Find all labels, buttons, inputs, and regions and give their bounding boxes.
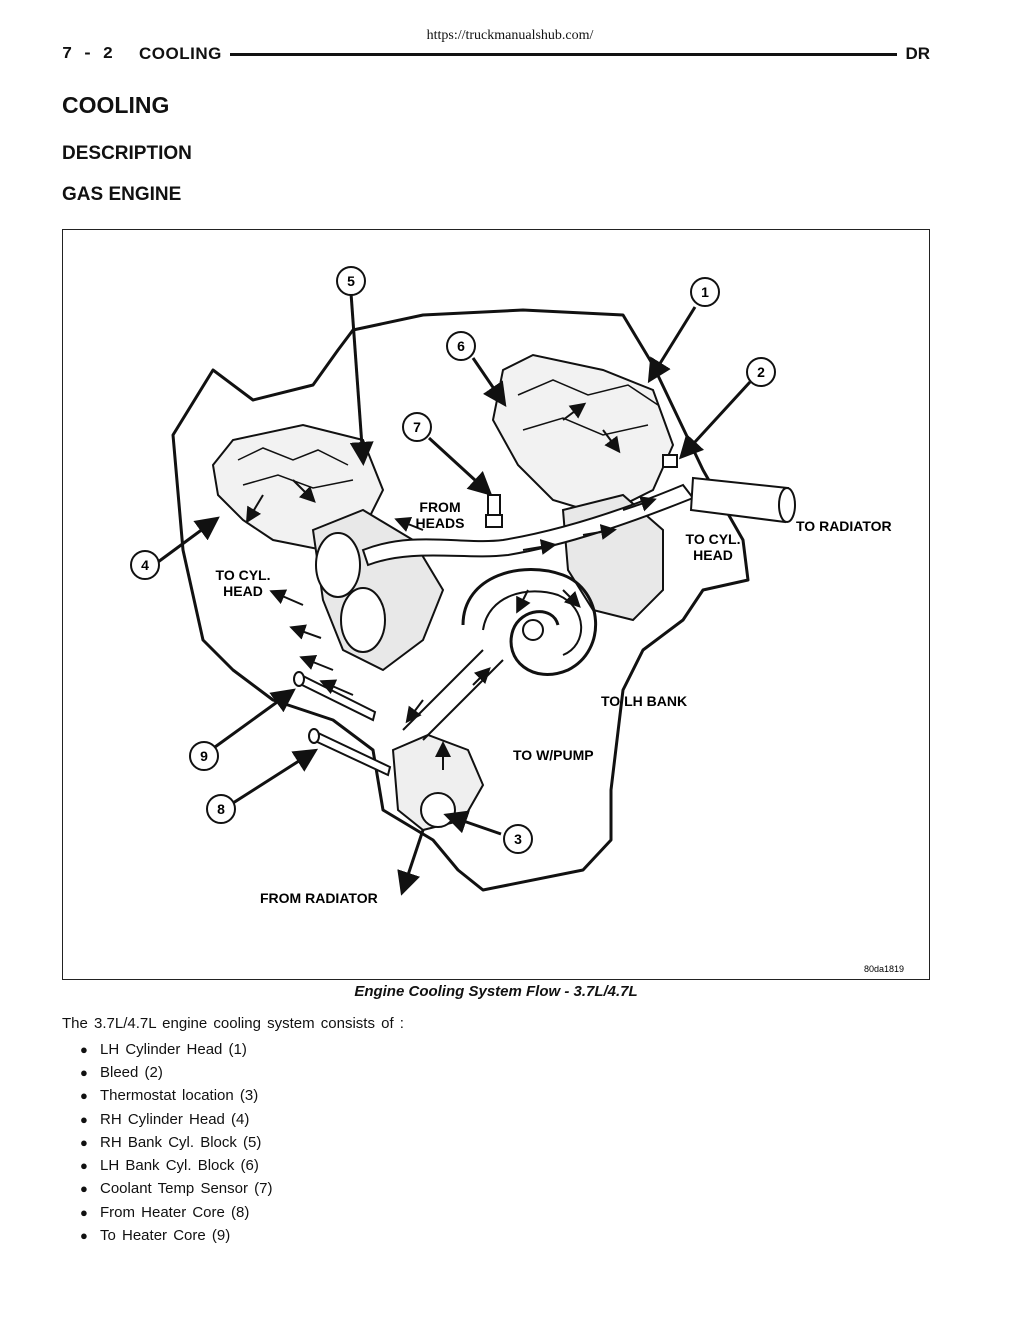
callout-6: 6 [446, 331, 476, 361]
flow-arrows [245, 402, 657, 770]
callout-7: 7 [402, 412, 432, 442]
section-name: COOLING [139, 44, 222, 63]
list-item: ●Thermostat location (3) [80, 1087, 259, 1105]
diagram-svg: 1 2 3 4 5 6 7 8 [130, 266, 904, 974]
description-heading: DESCRIPTION [62, 143, 192, 164]
svg-text:7: 7 [413, 419, 421, 435]
label-to-cyl-head-left-1: TO CYL. [216, 567, 271, 583]
label-to-wpump: TO W/PUMP [513, 747, 594, 763]
svg-text:1: 1 [701, 284, 709, 300]
svg-text:4: 4 [141, 557, 149, 573]
label-to-radiator: TO RADIATOR [796, 518, 892, 534]
lh-cylinder-head-shape [491, 353, 675, 517]
svg-text:2: 2 [757, 364, 765, 380]
list-item: ●From Heater Core (8) [80, 1203, 250, 1221]
list-item: ●RH Bank Cyl. Block (5) [80, 1133, 262, 1151]
list-item: ●Coolant Temp Sensor (7) [80, 1180, 273, 1198]
svg-text:9: 9 [200, 748, 208, 764]
label-to-cyl-head-right-2: HEAD [693, 547, 733, 563]
engine-cooling-diagram: 1 2 3 4 5 6 7 8 [62, 229, 930, 980]
callout-4: 4 [130, 550, 160, 580]
thermostat-housing-shape [391, 733, 485, 832]
label-to-cyl-head-left-2: HEAD [223, 583, 263, 599]
page-number: 7 - 2 [62, 44, 114, 64]
coolant-temp-sensor-shape [485, 494, 503, 528]
water-pump-shape [461, 567, 598, 676]
list-item: ●LH Bank Cyl. Block (6) [80, 1157, 259, 1175]
list-item: ●To Heater Core (9) [80, 1227, 231, 1245]
source-url: https://truckmanualshub.com/ [426, 28, 594, 43]
page-header: 7 - 2 COOLING DR [62, 43, 930, 65]
header-rule [229, 52, 898, 56]
list-item: ●LH Cylinder Head (1) [80, 1040, 247, 1058]
page-title: COOLING [62, 92, 170, 118]
list-item: ●RH Cylinder Head (4) [80, 1110, 250, 1128]
label-to-lh-bank: TO LH BANK [601, 693, 687, 709]
svg-text:6: 6 [457, 338, 465, 354]
intro-text: The 3.7L/4.7L engine cooling system cons… [62, 1015, 404, 1032]
callout-9: 9 [189, 741, 219, 771]
svg-text:8: 8 [217, 801, 225, 817]
component-list: ●LH Cylinder Head (1) ●Bleed (2) ●Thermo… [80, 1038, 272, 1248]
label-from-heads-1: FROM [419, 499, 460, 515]
callout-3: 3 [503, 824, 533, 854]
label-from-radiator: FROM RADIATOR [260, 890, 378, 906]
figure-id: 80da1819 [864, 964, 904, 974]
callout-8: 8 [206, 794, 236, 824]
gas-engine-heading: GAS ENGINE [62, 184, 182, 205]
model-code: DR [905, 44, 930, 63]
callout-2: 2 [746, 357, 776, 387]
list-item: ●Bleed (2) [80, 1063, 163, 1081]
heater-tubes [293, 671, 392, 777]
radiator-outlet-tube [361, 454, 796, 567]
callout-1: 1 [690, 277, 720, 307]
label-to-cyl-head-right-1: TO CYL. [686, 531, 741, 547]
label-from-heads-2: HEADS [415, 515, 464, 531]
svg-text:3: 3 [514, 831, 522, 847]
callout-5: 5 [336, 266, 366, 296]
figure-caption: Engine Cooling System Flow - 3.7L/4.7L [354, 983, 638, 1000]
svg-text:5: 5 [347, 273, 355, 289]
leader-lines [157, 292, 752, 896]
